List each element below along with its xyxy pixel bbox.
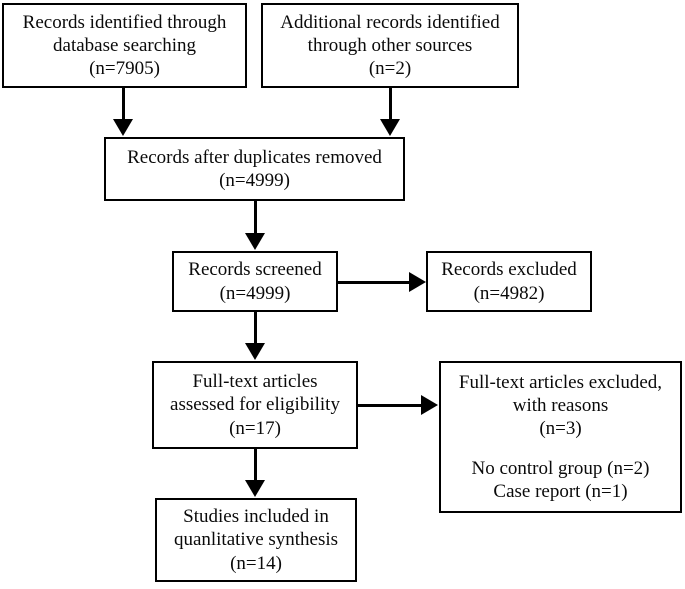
box-line: Additional records identified bbox=[280, 11, 500, 33]
box-line: Records identified through bbox=[22, 11, 227, 33]
connector-line-fulltext-to-included bbox=[254, 449, 257, 481]
box-records-identified-database: Records identified through database sear… bbox=[2, 3, 247, 88]
box-count: (n=4982) bbox=[473, 282, 545, 304]
box-count: (n=4999) bbox=[219, 282, 291, 304]
arrow-down-fulltext-to-included bbox=[245, 480, 265, 497]
exclusion-reason-case-report: Case report (n=1) bbox=[493, 480, 628, 502]
box-count: (n=2) bbox=[368, 58, 412, 80]
box-line: Records screened bbox=[188, 259, 322, 281]
arrow-right-screened-to-excluded bbox=[409, 272, 426, 292]
box-line: Records excluded bbox=[441, 259, 577, 281]
box-line: Studies included in bbox=[183, 506, 329, 528]
connector-line-duplicates-to-screened bbox=[254, 201, 257, 234]
box-line: Records after duplicates removed bbox=[127, 146, 382, 168]
box-additional-records-other-sources: Additional records identified through ot… bbox=[261, 3, 519, 88]
box-fulltext-excluded-with-reasons: Full-text articles excluded, with reason… bbox=[439, 361, 682, 513]
box-line: Full-text articles bbox=[192, 371, 318, 393]
box-records-screened: Records screened (n=4999) bbox=[172, 251, 338, 312]
box-line: database searching bbox=[53, 34, 196, 56]
box-count: (n=7905) bbox=[89, 58, 160, 80]
box-line: with reasons bbox=[512, 395, 609, 417]
arrow-down-other-sources-to-duplicates bbox=[380, 119, 400, 136]
connector-line-screened-to-fulltext bbox=[254, 312, 257, 344]
box-line: assessed for eligibility bbox=[170, 394, 340, 416]
box-line: through other sources bbox=[307, 34, 473, 56]
box-records-excluded: Records excluded (n=4982) bbox=[426, 251, 592, 312]
box-records-after-duplicates-removed: Records after duplicates removed (n=4999… bbox=[104, 137, 405, 201]
connector-line-other-sources-to-duplicates bbox=[389, 88, 392, 120]
box-line: Full-text articles excluded, bbox=[458, 372, 663, 394]
connector-line-fulltext-to-excluded-reasons bbox=[358, 404, 423, 407]
arrow-down-duplicates-to-screened bbox=[245, 233, 265, 250]
box-count: (n=17) bbox=[229, 417, 281, 439]
box-line: quanlitative synthesis bbox=[173, 529, 339, 551]
box-fulltext-assessed-eligibility: Full-text articles assessed for eligibil… bbox=[152, 361, 358, 449]
arrow-down-screened-to-fulltext bbox=[245, 343, 265, 360]
box-studies-included-qualitative-synthesis: Studies included in quanlitative synthes… bbox=[155, 498, 357, 582]
exclusion-reason-no-control-group: No control group (n=2) bbox=[471, 457, 650, 479]
box-count: (n=3) bbox=[539, 418, 582, 440]
connector-line-screened-to-excluded bbox=[338, 281, 410, 284]
arrow-down-database-to-duplicates bbox=[113, 119, 133, 136]
arrow-right-fulltext-to-excluded-reasons bbox=[421, 395, 438, 415]
connector-line-database-to-duplicates bbox=[122, 88, 125, 120]
box-count: (n=14) bbox=[230, 552, 282, 574]
box-count: (n=4999) bbox=[219, 170, 290, 191]
